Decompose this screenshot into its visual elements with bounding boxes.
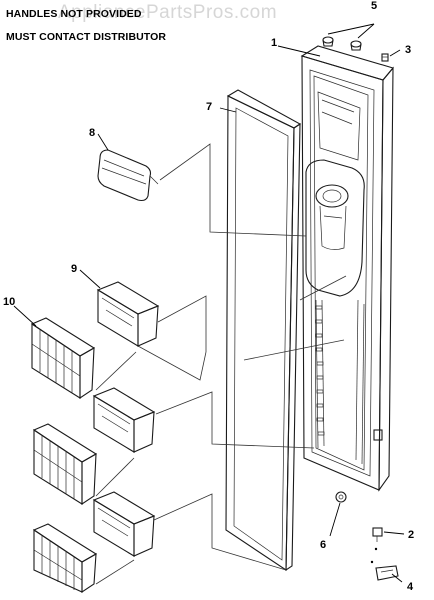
- callout-10: 10: [3, 296, 15, 308]
- note-distributor: MUST CONTACT DISTRIBUTOR: [6, 31, 167, 43]
- lower-hinge-parts: [335, 429, 399, 581]
- assembly-guide-lines: [95, 143, 347, 585]
- callout-9: 9: [71, 263, 77, 275]
- wire-rack-middle: [32, 423, 98, 506]
- dairy-bin: [97, 149, 159, 202]
- wire-rack-bottom: [32, 523, 98, 594]
- hinge-cap-parts: [322, 36, 389, 62]
- callout-1: 1: [271, 37, 277, 49]
- callout-8: 8: [89, 127, 95, 139]
- door-panel: [300, 45, 394, 492]
- callout-3: 3: [405, 44, 411, 56]
- leader-lines: [13, 23, 405, 583]
- note-handles: HANDLES NOT PROVIDED: [6, 8, 142, 20]
- door-bin-bottom: [92, 491, 156, 557]
- door-bin-top: [96, 281, 160, 347]
- door-bin-middle: [92, 387, 156, 453]
- callout-2: 2: [408, 529, 414, 541]
- watermark-logo: AppliancePartsPros.com: [58, 2, 278, 23]
- callout-6: 6: [320, 539, 326, 551]
- callout-4: 4: [407, 581, 414, 593]
- door-gasket: [225, 89, 302, 572]
- callout-5: 5: [371, 0, 377, 12]
- callout-numbers: 1 5 3 7 8 9 10 2 6 4: [3, 0, 414, 593]
- callout-7: 7: [206, 101, 212, 113]
- wire-rack-top: [30, 317, 96, 400]
